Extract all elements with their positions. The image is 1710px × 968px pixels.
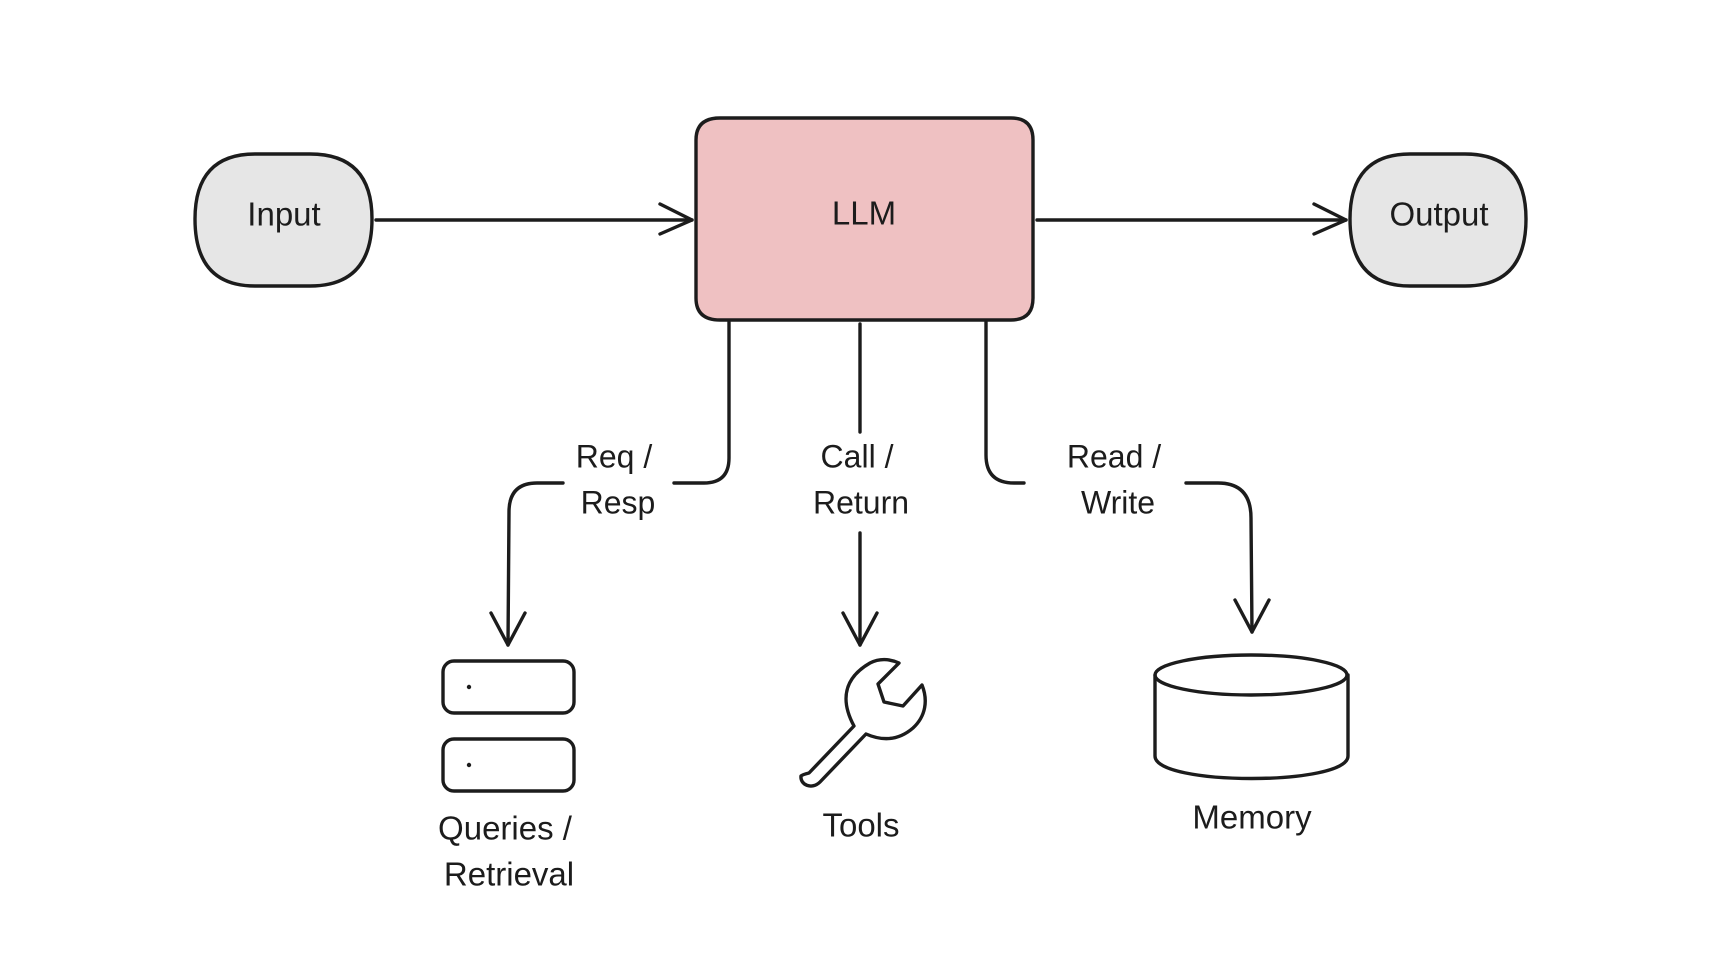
memory-arrowhead — [1233, 598, 1271, 634]
memory-connector-lower — [1184, 481, 1254, 634]
retrieval-label-line1: Queries / — [438, 810, 573, 847]
server-led-top — [466, 684, 472, 690]
wrench-icon — [799, 657, 927, 788]
memory-edge-label-line1: Read / — [1067, 438, 1161, 474]
memory-label: Memory — [1192, 799, 1312, 836]
llm-node: LLM — [694, 116, 1035, 322]
server-block-top — [441, 659, 576, 715]
llm-to-retrieval-connector — [489, 320, 731, 647]
tools-label: Tools — [822, 807, 899, 844]
tools-edge-label-line1: Call / — [821, 438, 894, 474]
retrieval-edge-label-line1: Req / — [576, 438, 653, 474]
llm-label: LLM — [832, 195, 896, 232]
wrench-shape — [799, 657, 927, 788]
llm-to-memory-connector — [984, 320, 1271, 634]
cylinder-body — [1153, 673, 1350, 781]
llm-to-tools-connector — [841, 322, 879, 647]
output-node-shape — [1348, 152, 1528, 288]
retrieval-connector-lower — [506, 481, 565, 647]
llm-to-output-arrow — [1035, 202, 1348, 236]
retrieval-edge-label-line2: Resp — [581, 484, 656, 520]
llm-to-output-arrowhead — [1312, 202, 1348, 236]
retrieval-arrowhead — [489, 611, 527, 647]
input-to-llm-arrow — [374, 202, 694, 236]
input-node-shape — [193, 152, 374, 288]
retrieval-connector-upper — [672, 320, 731, 485]
server-block-bottom — [441, 737, 576, 793]
tools-arrowhead — [841, 611, 879, 647]
memory-connector-upper — [984, 320, 1026, 485]
tools-edge-label-line2: Return — [813, 484, 909, 520]
cylinder-storage-icon — [1153, 653, 1350, 781]
input-node: Input — [193, 152, 374, 288]
database-server-icon — [441, 659, 576, 793]
input-label: Input — [247, 196, 320, 233]
server-led-bottom — [466, 762, 472, 768]
output-node: Output — [1348, 152, 1528, 288]
memory-edge-label-line2: Write — [1081, 484, 1155, 520]
output-label: Output — [1389, 196, 1488, 233]
input-to-llm-arrowhead — [658, 202, 694, 236]
llm-node-shape — [694, 116, 1035, 322]
retrieval-label-line2: Retrieval — [444, 856, 574, 893]
cylinder-top — [1153, 653, 1349, 697]
